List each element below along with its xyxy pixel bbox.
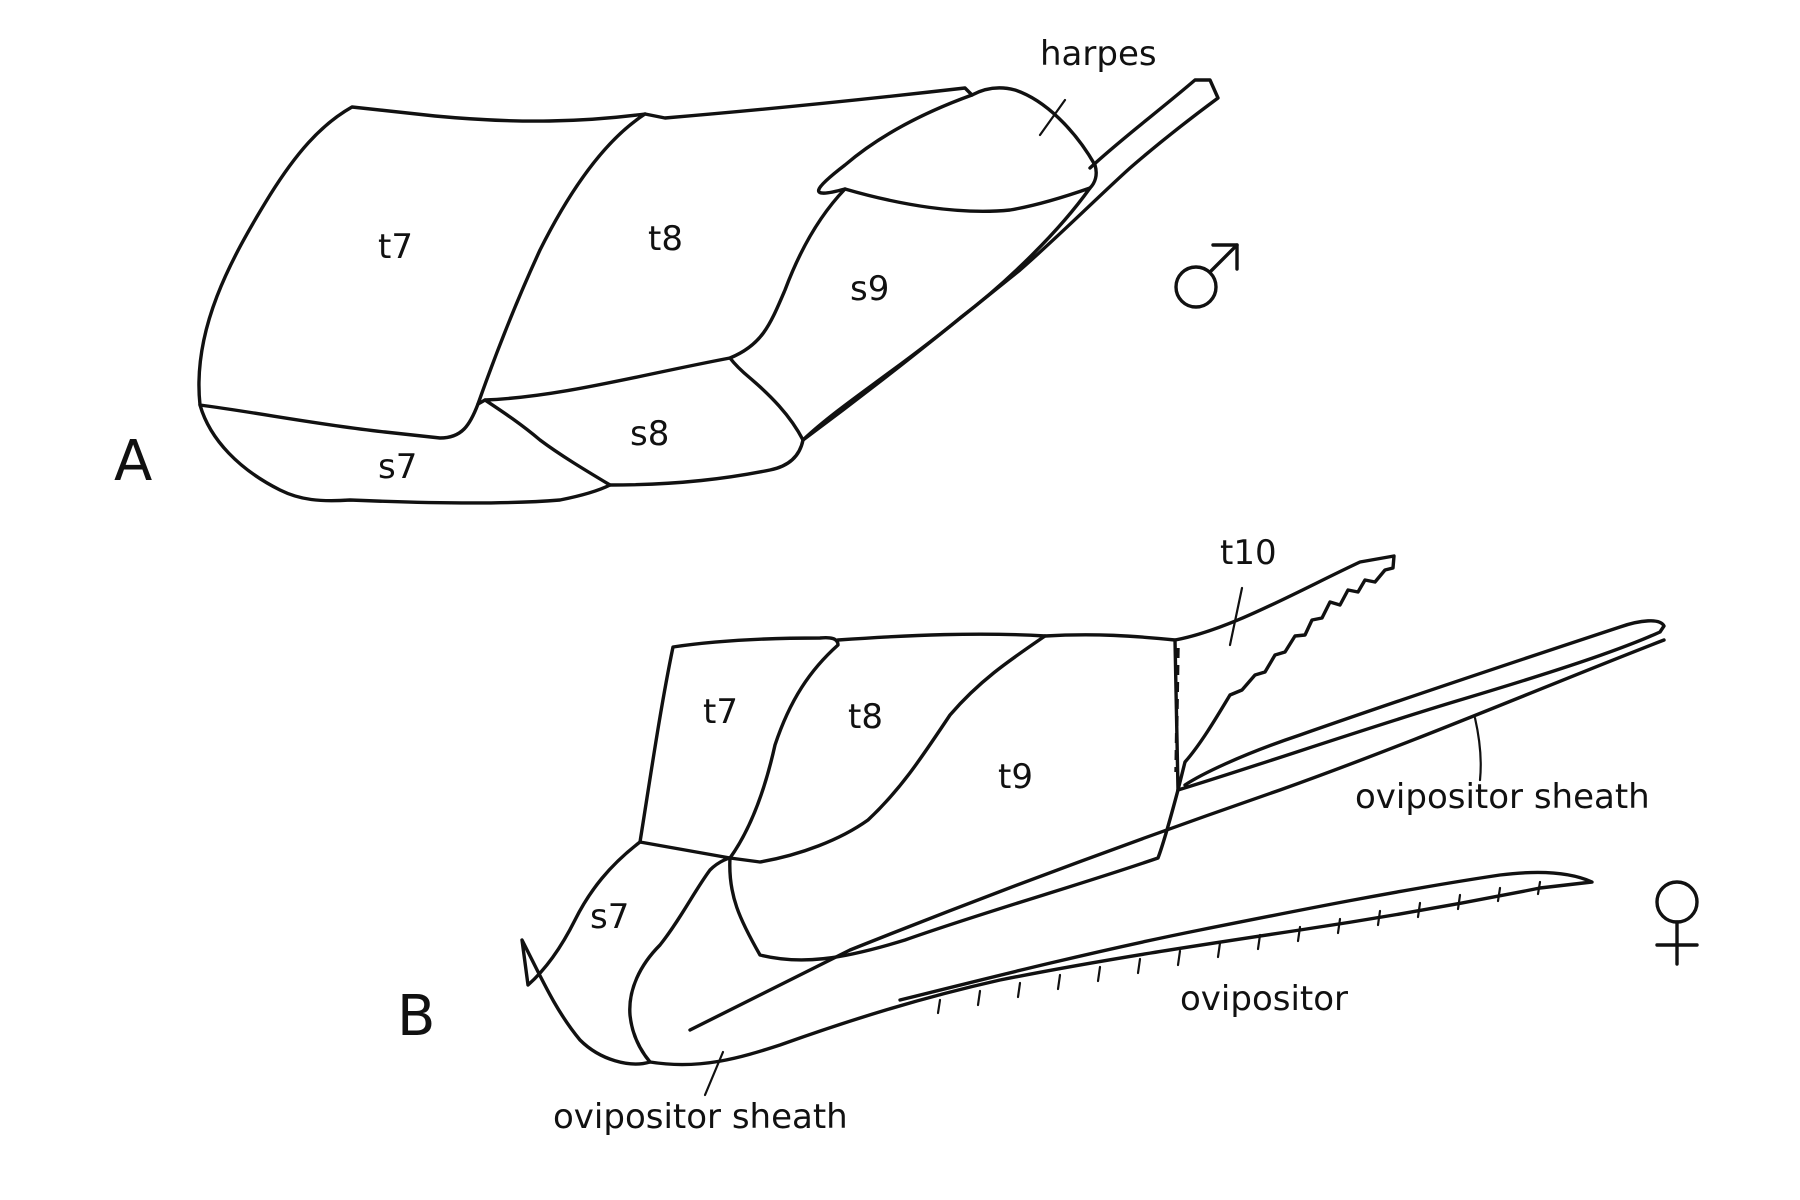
panel-a-male-abdomen: t7 t8 s9 s7 s8 harpes A ♂ bbox=[114, 34, 1239, 505]
segment-t10-female bbox=[1173, 554, 1396, 792]
label-s9-male: s9 bbox=[850, 269, 889, 309]
upper-sheath-lower-edge bbox=[688, 638, 1666, 1032]
upper-sheath-leader-line bbox=[1473, 716, 1482, 782]
segment-t8-male bbox=[476, 86, 974, 406]
segment-t7-female bbox=[638, 635, 840, 860]
label-t10-female: t10 bbox=[1220, 533, 1277, 573]
segment-s7-female bbox=[520, 840, 732, 1066]
label-t8-female: t8 bbox=[848, 697, 883, 737]
segment-s7-male bbox=[198, 398, 612, 505]
label-t8-male: t8 bbox=[648, 219, 683, 259]
label-ovipositor-sheath-lower: ovipositor sheath bbox=[553, 1097, 848, 1137]
segment-t9-female bbox=[728, 633, 1180, 962]
panel-letter-a: A bbox=[114, 429, 152, 494]
upper-ovipositor-sheath bbox=[1176, 619, 1666, 792]
harpes-lobe bbox=[970, 86, 1098, 190]
female-symbol-icon: ♀ bbox=[1655, 880, 1699, 966]
panel-letter-b: B bbox=[397, 984, 435, 1049]
harpes-leader-line bbox=[1038, 98, 1067, 137]
t10-leader-line bbox=[1228, 586, 1244, 647]
segment-s8-male bbox=[608, 438, 805, 487]
label-ovipositor-sheath-upper: ovipositor sheath bbox=[1355, 777, 1650, 817]
segment-s9-male bbox=[728, 186, 1092, 442]
label-t7-male: t7 bbox=[378, 227, 413, 267]
label-s7-female: s7 bbox=[590, 897, 629, 937]
label-t7-female: t7 bbox=[703, 692, 738, 732]
label-s8-male: s8 bbox=[630, 414, 669, 454]
label-harpes: harpes bbox=[1040, 34, 1157, 74]
lower-ovipositor-sheath bbox=[648, 870, 1594, 1067]
male-cercus bbox=[801, 78, 1220, 442]
label-t9-female: t9 bbox=[998, 757, 1033, 797]
dashed-suture bbox=[1174, 647, 1180, 773]
lower-sheath-leader-line bbox=[703, 1050, 725, 1097]
panel-b-female-abdomen: t7 t8 t9 t10 s7 ovipositor sheath ovipos… bbox=[397, 533, 1699, 1137]
segment-t8-female bbox=[728, 632, 1047, 864]
label-s7-male: s7 bbox=[378, 447, 417, 487]
male-symbol-icon: ♂ bbox=[1174, 243, 1239, 309]
label-ovipositor: ovipositor bbox=[1180, 979, 1348, 1019]
ovipositor-serrations bbox=[936, 880, 1542, 1015]
